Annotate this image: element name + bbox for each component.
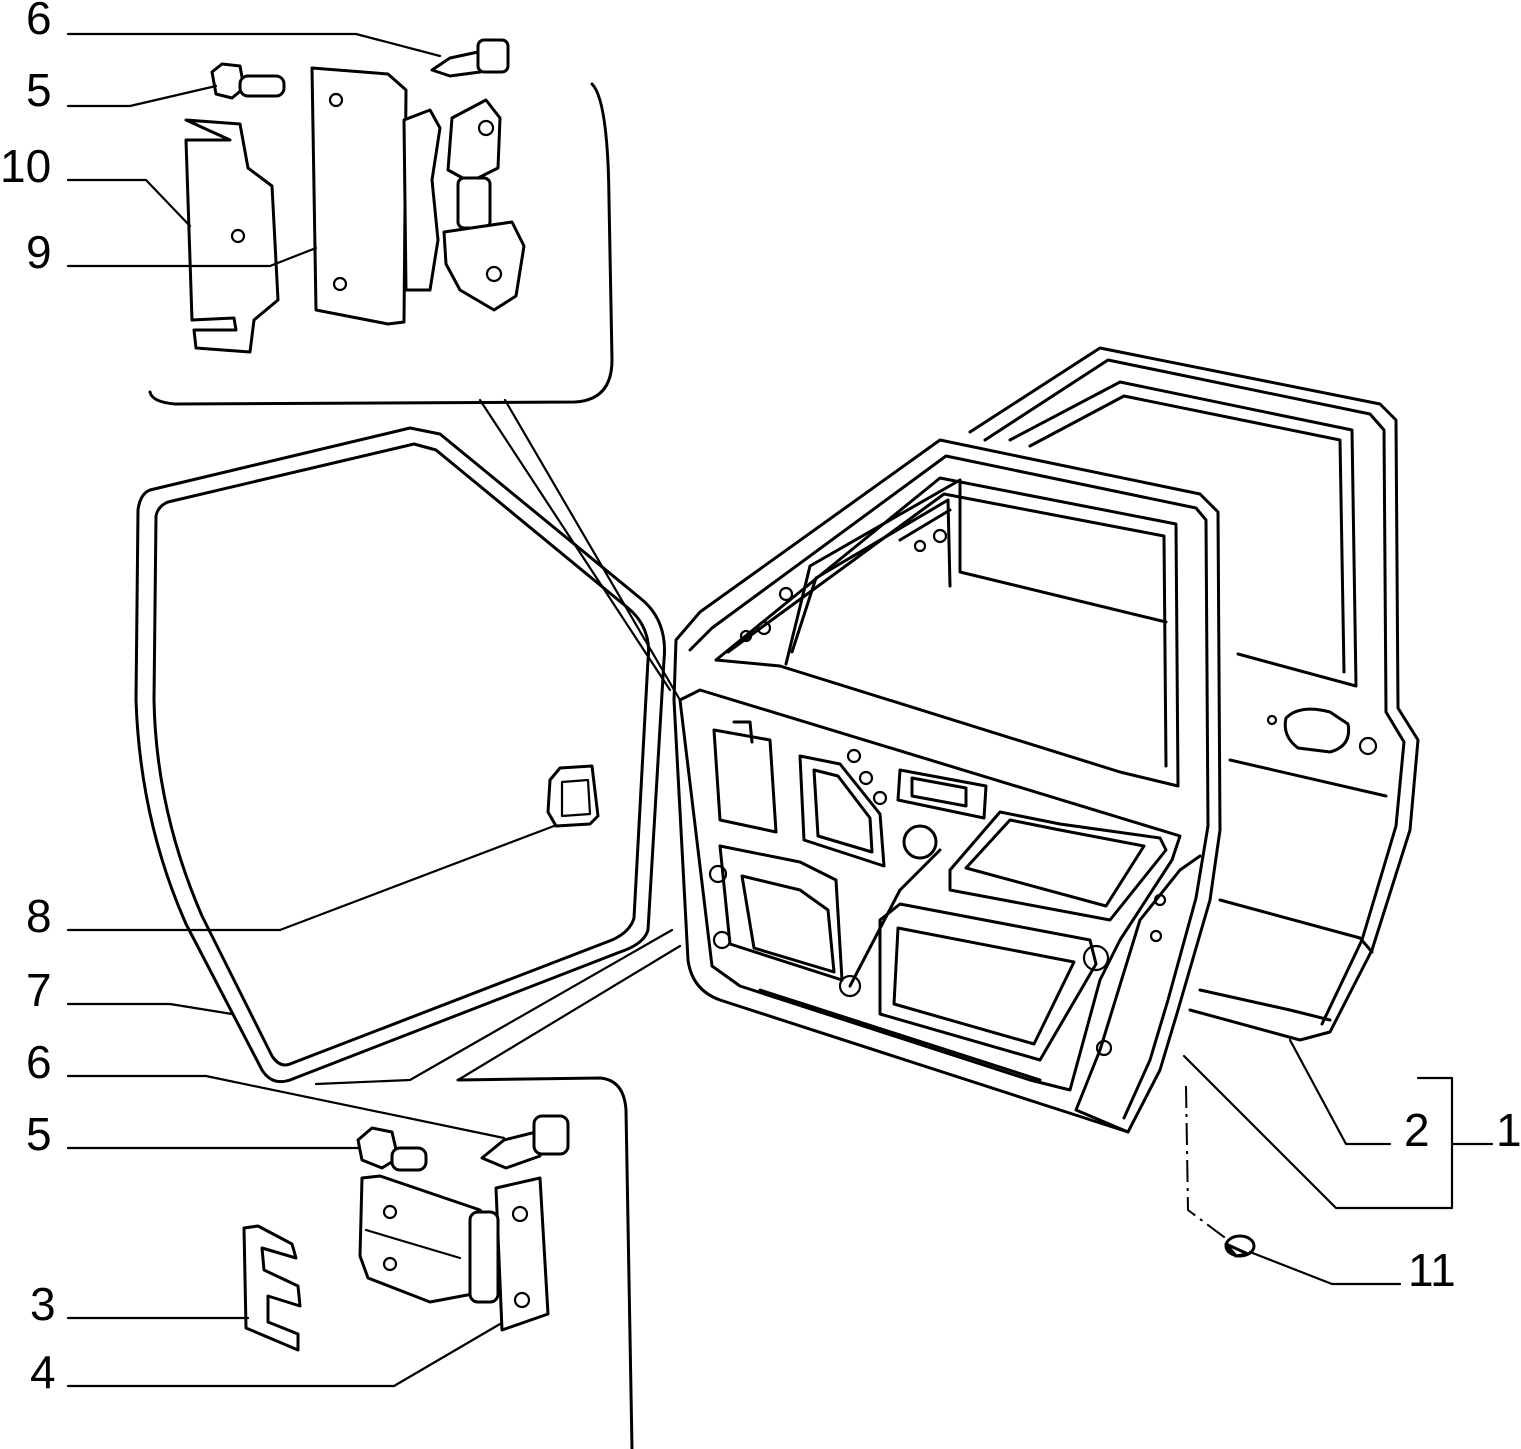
callout-7: 7	[26, 964, 52, 1016]
screw-top	[430, 38, 510, 78]
leader-lines	[66, 32, 1494, 1388]
callout-5-top: 5	[26, 64, 52, 116]
leader-2	[1288, 1038, 1392, 1146]
callout-10: 10	[0, 140, 51, 192]
bolt-bottom	[356, 1126, 428, 1172]
leader-1-bracket	[1182, 1054, 1454, 1210]
callout-3: 3	[30, 1278, 56, 1330]
bolt-top	[210, 62, 286, 100]
leader-8	[66, 824, 556, 932]
callout-6-bottom: 6	[26, 1036, 52, 1088]
door-seal	[134, 426, 666, 1084]
lower-hinge-detail-frame	[314, 928, 682, 1449]
upper-hinge-parts	[184, 38, 526, 354]
leader-7	[66, 1002, 234, 1016]
shim-plate-lower	[242, 1224, 302, 1352]
callout-5-bottom: 5	[26, 1108, 52, 1160]
leader-6-top	[66, 32, 442, 58]
callout-1: 1	[1496, 1104, 1521, 1156]
callout-8: 8	[26, 890, 52, 942]
plug-part	[1185, 1085, 1256, 1258]
callouts: 6 5 10 9 8 7 6 5 3 4 2 1 11	[0, 0, 1521, 1398]
hinge-plate-upper	[310, 66, 408, 326]
screw-bottom	[480, 1114, 570, 1170]
callout-4: 4	[30, 1346, 56, 1398]
outer-door-panel	[968, 346, 1420, 1042]
callout-11: 11	[1408, 1244, 1456, 1296]
door-shell	[672, 438, 1222, 1134]
callout-6-top: 6	[26, 0, 52, 44]
leader-9	[66, 246, 318, 268]
seal-clip	[546, 764, 600, 828]
leader-10	[66, 178, 192, 228]
callout-2: 2	[1404, 1104, 1430, 1156]
leader-11	[1248, 1250, 1402, 1286]
leader-5-top	[66, 84, 218, 108]
leader-6-bottom	[66, 1074, 506, 1140]
leader-4	[66, 1322, 502, 1388]
callout-9: 9	[26, 226, 52, 278]
lower-hinge-parts	[242, 1114, 570, 1352]
